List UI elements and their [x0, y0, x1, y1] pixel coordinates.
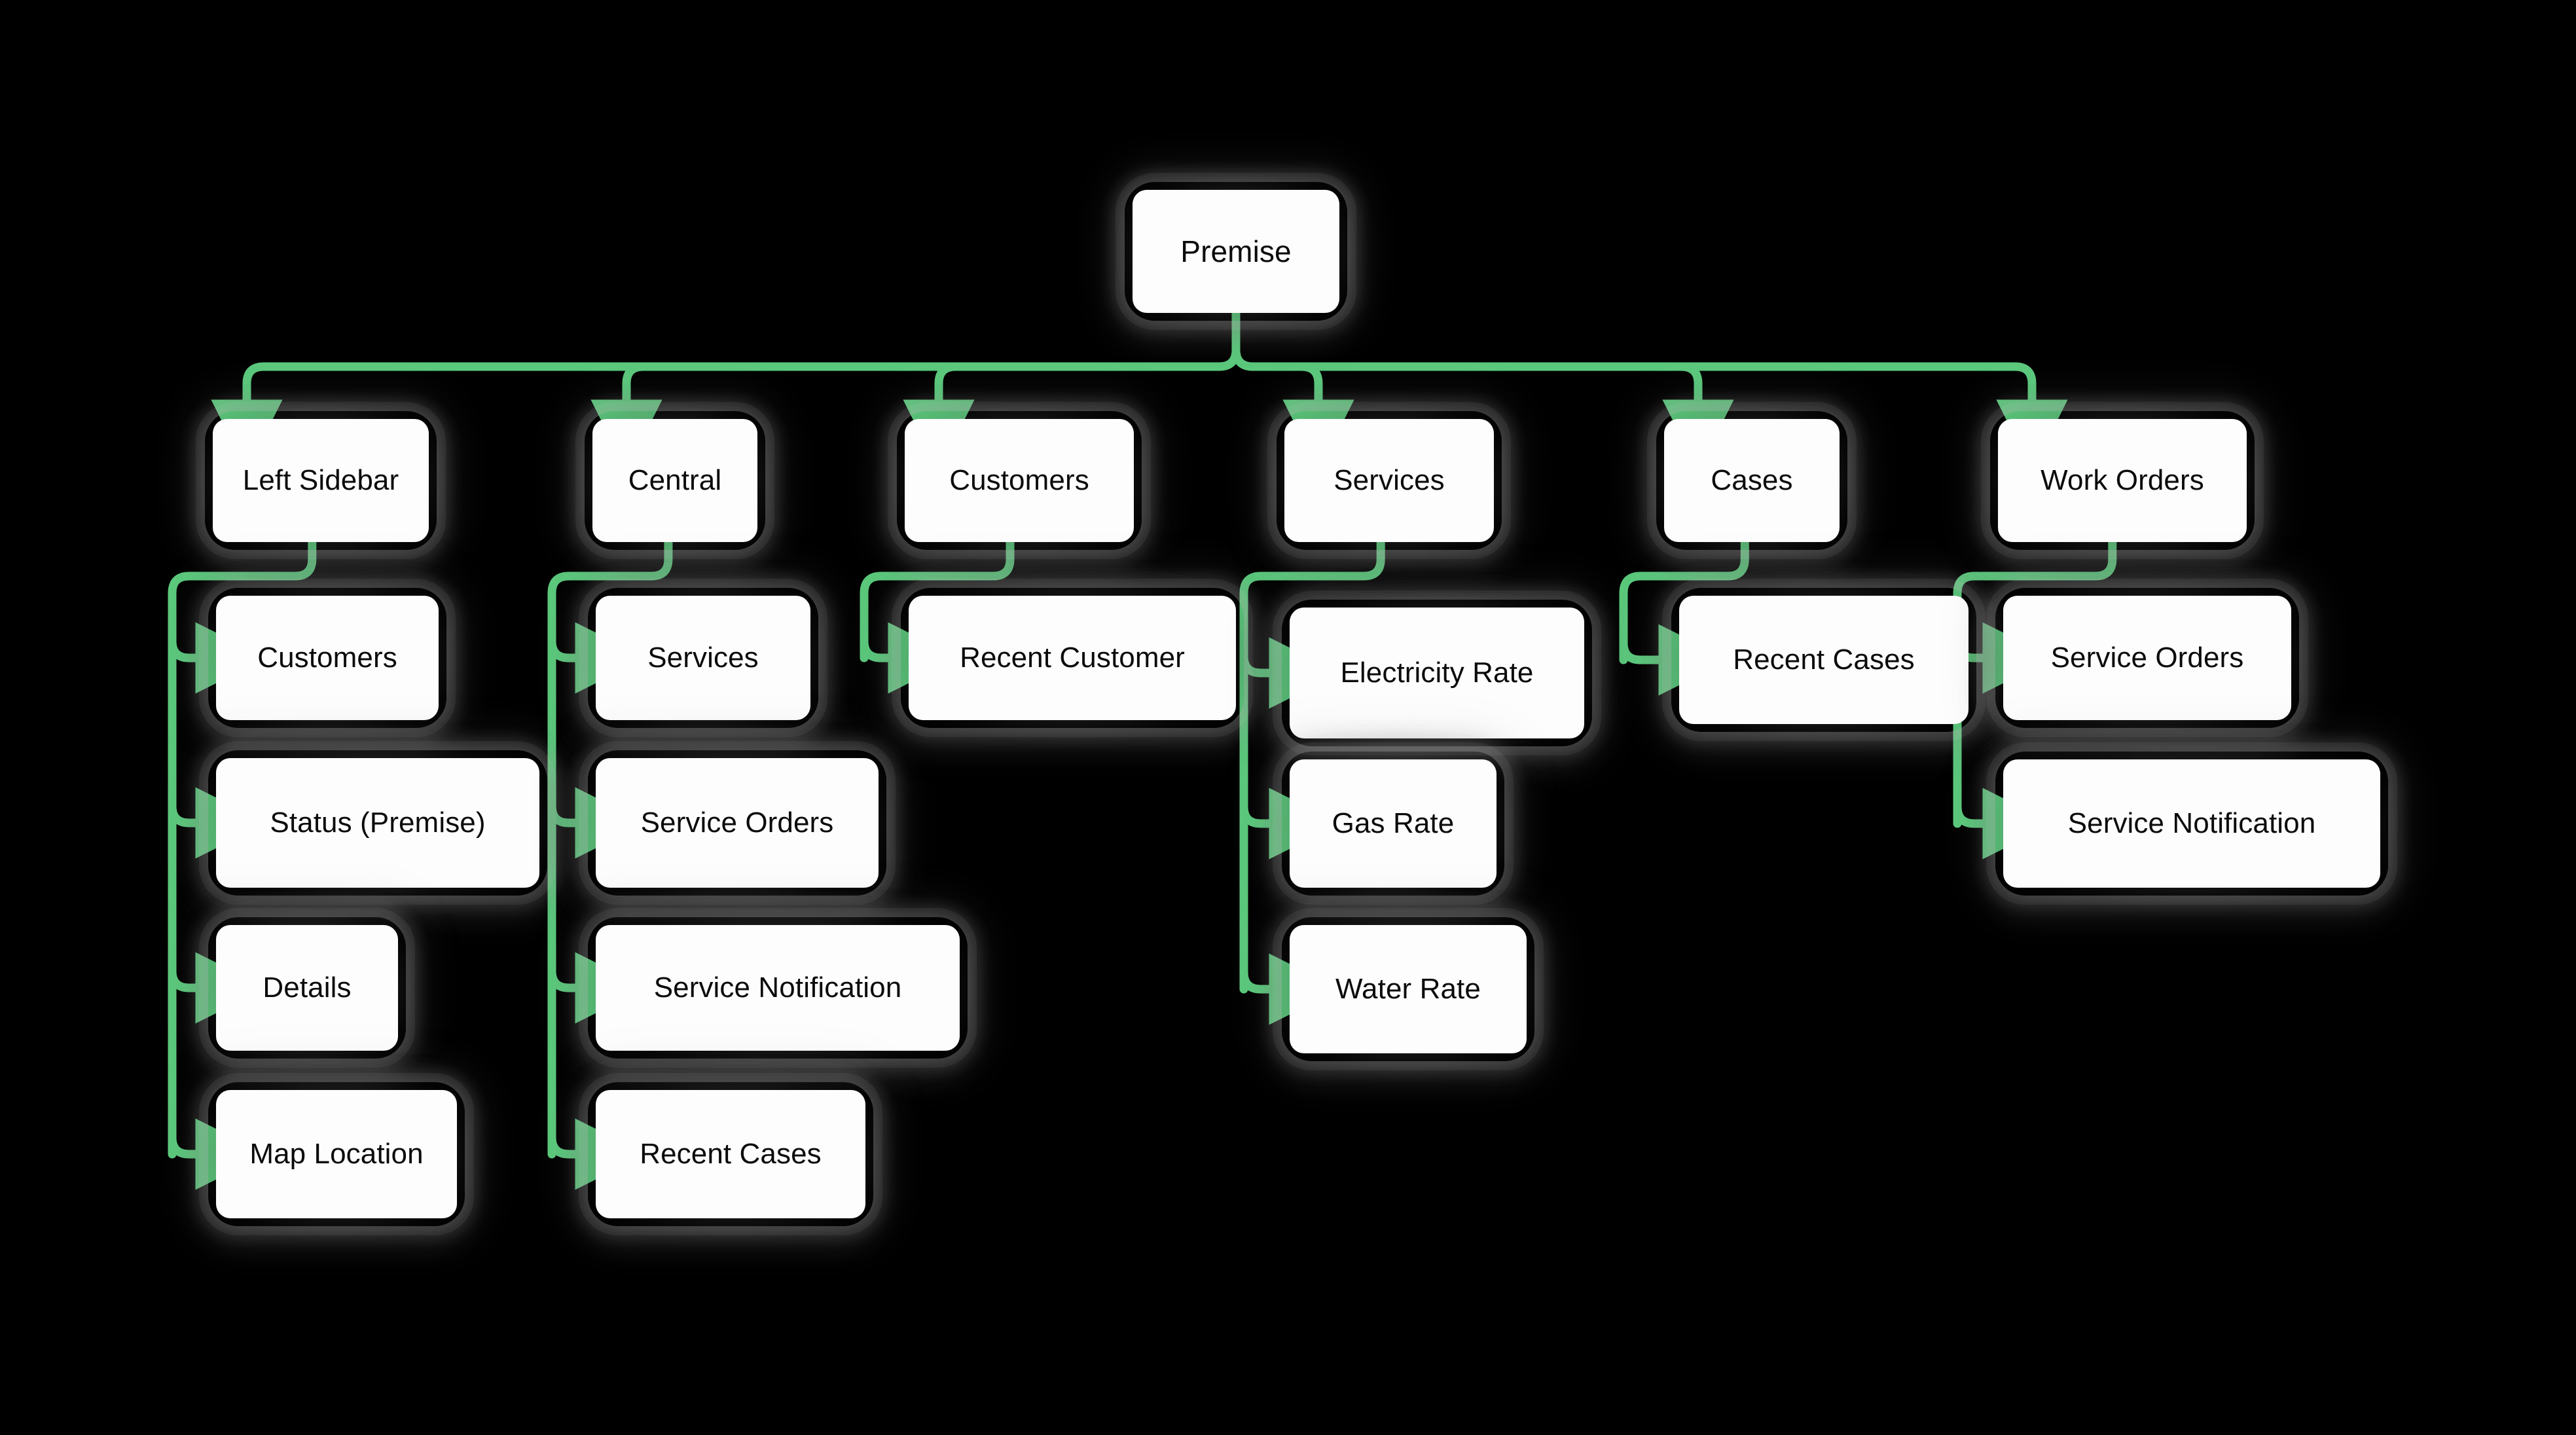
- node-label: Service Notification: [2067, 807, 2316, 839]
- node-cu-recent-customer[interactable]: Recent Customer: [886, 573, 1258, 742]
- node-box-services-node[interactable]: Services: [1284, 419, 1494, 542]
- node-box-central-node[interactable]: Central: [592, 419, 757, 542]
- node-ls-status[interactable]: Status (Premise): [194, 736, 562, 910]
- node-label: Cases: [1711, 464, 1793, 496]
- node-label: Electricity Rate: [1340, 657, 1534, 689]
- node-label: Service Orders: [640, 807, 834, 839]
- node-label: Water Rate: [1335, 973, 1481, 1005]
- node-label: Gas Rate: [1332, 807, 1455, 839]
- node-customers-node[interactable]: Customers: [882, 397, 1156, 564]
- node-label: Customers: [257, 642, 397, 674]
- node-label: Work Orders: [2041, 464, 2204, 496]
- node-ls-customers[interactable]: Customers: [194, 573, 461, 742]
- node-box-wo-service-notif[interactable]: Service Notification: [2003, 759, 2380, 888]
- node-label: Central: [628, 464, 722, 496]
- node-label: Details: [263, 972, 352, 1004]
- node-c-service-orders[interactable]: Service Orders: [573, 736, 901, 910]
- node-box-wo-service-orders[interactable]: Service Orders: [2003, 596, 2291, 720]
- node-label: Map Location: [249, 1138, 424, 1170]
- node-label: Customers: [949, 464, 1089, 496]
- node-box-s-electricity[interactable]: Electricity Rate: [1290, 608, 1584, 738]
- node-box-left-sidebar-node[interactable]: Left Sidebar: [213, 419, 429, 542]
- node-ls-map[interactable]: Map Location: [194, 1068, 479, 1241]
- node-box-c-recent-cases[interactable]: Recent Cases: [596, 1090, 865, 1218]
- node-wo-service-notif[interactable]: Service Notification: [1981, 737, 2403, 910]
- node-box-c-service-orders[interactable]: Service Orders: [596, 758, 879, 888]
- node-box-c-services[interactable]: Services: [596, 596, 810, 720]
- node-label: Recent Cases: [640, 1138, 822, 1170]
- node-s-gas[interactable]: Gas Rate: [1267, 737, 1519, 910]
- node-c-service-notif[interactable]: Service Notification: [573, 903, 982, 1073]
- node-central-node[interactable]: Central: [570, 397, 780, 564]
- node-box-ls-details[interactable]: Details: [216, 925, 398, 1051]
- node-c-services[interactable]: Services: [573, 573, 833, 742]
- node-left-sidebar-node[interactable]: Left Sidebar: [190, 397, 451, 564]
- node-box-ca-recent-cases[interactable]: Recent Cases: [1679, 596, 1968, 724]
- node-work-orders-node[interactable]: Work Orders: [1976, 397, 2269, 564]
- node-label: Services: [647, 642, 759, 674]
- node-ca-recent-cases[interactable]: Recent Cases: [1657, 573, 1991, 746]
- node-box-ls-customers[interactable]: Customers: [216, 596, 439, 720]
- node-box-cu-recent-customer[interactable]: Recent Customer: [909, 596, 1236, 720]
- node-cases-node[interactable]: Cases: [1642, 397, 1862, 564]
- node-box-work-orders-node[interactable]: Work Orders: [1998, 419, 2247, 542]
- node-s-electricity[interactable]: Electricity Rate: [1267, 585, 1606, 761]
- node-label: Services: [1333, 464, 1445, 496]
- node-box-ls-map[interactable]: Map Location: [216, 1090, 457, 1218]
- node-box-customers-node[interactable]: Customers: [905, 419, 1134, 542]
- node-label: Status (Premise): [270, 807, 486, 839]
- node-s-water[interactable]: Water Rate: [1267, 903, 1549, 1076]
- node-wo-service-orders[interactable]: Service Orders: [1981, 573, 2313, 742]
- node-box-s-gas[interactable]: Gas Rate: [1290, 759, 1497, 888]
- node-label: Premise: [1180, 234, 1292, 268]
- edge-connector: [1231, 345, 1258, 371]
- node-box-s-water[interactable]: Water Rate: [1290, 925, 1527, 1053]
- node-box-premise[interactable]: Premise: [1133, 190, 1339, 313]
- node-label: Service Orders: [2050, 642, 2244, 674]
- node-box-c-service-notif[interactable]: Service Notification: [596, 925, 960, 1051]
- node-label: Recent Cases: [1733, 644, 1915, 676]
- node-box-cases-node[interactable]: Cases: [1664, 419, 1840, 542]
- node-services-node[interactable]: Services: [1262, 397, 1516, 564]
- node-premise[interactable]: Premise: [1110, 168, 1362, 335]
- node-label: Left Sidebar: [242, 464, 399, 496]
- node-ls-details[interactable]: Details: [194, 903, 420, 1073]
- node-label: Recent Customer: [960, 642, 1185, 674]
- node-box-ls-status[interactable]: Status (Premise): [216, 758, 539, 888]
- node-label: Service Notification: [653, 972, 902, 1004]
- node-c-recent-cases[interactable]: Recent Cases: [573, 1068, 888, 1241]
